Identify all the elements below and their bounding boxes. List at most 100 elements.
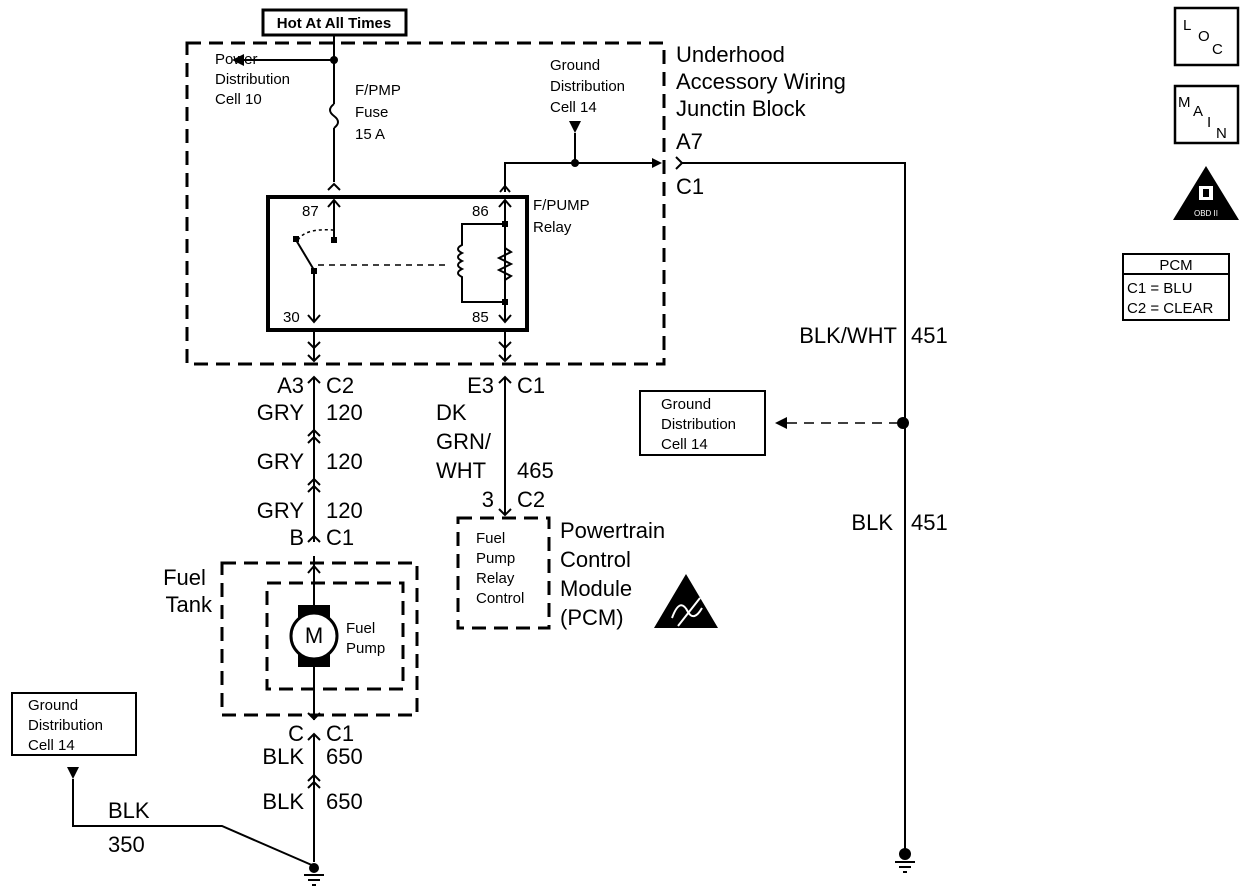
svg-text:C2 = CLEAR: C2 = CLEAR — [1127, 300, 1213, 317]
c1-left-label: C1 — [326, 525, 354, 550]
c1-bottom-label: C1 — [326, 721, 354, 746]
ground-arrow-top — [569, 121, 581, 133]
wire-120-label-2: 120 — [326, 449, 363, 474]
pcm-connector-legend: PCM C1 = BLU C2 = CLEAR — [1122, 253, 1230, 321]
pin-30-arrow — [307, 314, 321, 324]
pin-30-label: 30 — [283, 309, 300, 326]
fuel-pump-label: Fuel Pump — [346, 620, 385, 657]
pcm-label: Powertrain Control Module (PCM) — [560, 518, 671, 630]
gry-label-3: GRY — [257, 498, 305, 523]
hot-at-all-times-label: Hot At All Times — [277, 15, 391, 32]
ground-distribution-mid-box — [639, 390, 766, 456]
c-label: C — [288, 721, 304, 746]
ground-distribution-top-label: Ground Distribution Cell 14 — [550, 57, 629, 116]
pin-86-arrow — [498, 198, 512, 208]
switch-blade — [295, 239, 315, 271]
connector-break-1 — [307, 428, 321, 444]
junction-block-label: Underhood Accessory Wiring Junctin Block — [676, 42, 852, 121]
motor-label: M — [305, 623, 323, 648]
connector-3-c2 — [498, 508, 512, 517]
connector-a7-label: A7 — [676, 129, 703, 154]
svg-text:N: N — [1216, 125, 1227, 142]
relay-label: F/PUMP Relay — [533, 197, 594, 236]
c1-mid-label: C1 — [517, 373, 545, 398]
pin-87-arrow — [327, 198, 341, 208]
coil-resistor — [496, 247, 514, 281]
svg-text:C1 = BLU: C1 = BLU — [1127, 280, 1192, 297]
pin-85-label: 85 — [472, 309, 489, 326]
ground-distribution-bl-box — [11, 692, 137, 756]
fuel-tank-box — [220, 561, 419, 717]
blk-350-number-label: 350 — [108, 832, 145, 857]
blk-wht-451-wire — [682, 162, 906, 850]
pump-feed-arrow — [307, 564, 321, 574]
blk-wht-label: BLK/WHT — [799, 323, 897, 348]
wire-451-label-1: 451 — [911, 323, 948, 348]
svg-text:PCM: PCM — [1159, 257, 1192, 274]
blk-right-label: BLK — [851, 510, 893, 535]
c2-mid-label: C2 — [517, 487, 545, 512]
blk-350-wire — [72, 779, 315, 867]
pin-3-label: 3 — [482, 487, 494, 512]
switch-pivot — [311, 268, 317, 274]
fuel-tank-label: Fuel Tank — [163, 565, 213, 617]
connector-c-c1-top — [307, 712, 321, 721]
ground-distribution-mid-label: Ground Distribution Cell 14 — [661, 396, 740, 453]
svg-text:OBD II: OBD II — [1194, 209, 1218, 218]
b-label: B — [289, 525, 304, 550]
fuel-pump-relay-control-label: Fuel Pump Relay Control — [476, 530, 524, 607]
loc-icon[interactable]: L O C — [1173, 6, 1240, 67]
gry-label-1: GRY — [257, 400, 305, 425]
svg-text:L: L — [1183, 17, 1191, 34]
connector-break-3 — [307, 773, 321, 789]
connector-break-2 — [307, 477, 321, 493]
fuel-pump-box — [265, 581, 405, 691]
contact-nc-dashed — [297, 228, 335, 241]
connector-b-c1 — [307, 534, 321, 543]
svg-text:C: C — [1212, 41, 1223, 58]
wire-465-label: 465 — [517, 458, 554, 483]
wire-120-label-1: 120 — [326, 400, 363, 425]
svg-text:O: O — [1198, 28, 1210, 45]
connector-c1-right-label: C1 — [676, 174, 704, 199]
wire-650-label-1: 650 — [326, 744, 363, 769]
blk-label-2: BLK — [262, 789, 304, 814]
fuse-symbol — [329, 103, 339, 129]
connector-87-top — [327, 182, 341, 191]
connector-e3-c1-top — [498, 354, 512, 363]
blk-350-color-label: BLK — [108, 798, 150, 823]
svg-text:M: M — [1178, 94, 1191, 111]
connector-86-top — [499, 184, 511, 193]
a3-label: A3 — [277, 373, 304, 398]
relay-86-wire — [504, 162, 658, 192]
ground-distribution-bl-label: Ground Distribution Cell 14 — [28, 697, 107, 754]
motor-symbol — [289, 611, 339, 661]
pin-87-label: 87 — [302, 203, 319, 220]
power-distribution-arrow — [232, 54, 244, 66]
obd-ii-icon[interactable]: OBD II — [1173, 166, 1239, 220]
power-distribution-label: Power Distribution Cell 10 — [215, 51, 294, 108]
pin-86-label: 86 — [472, 203, 489, 220]
c2-left-label: C2 — [326, 373, 354, 398]
main-icon[interactable]: M A I N — [1173, 84, 1240, 145]
ground-arrow-bl — [67, 767, 79, 779]
ground-arrow-mid — [775, 417, 787, 429]
dk-grn-wht-label: DK GRN/ WHT — [436, 400, 497, 483]
wire-451-label-2: 451 — [911, 510, 948, 535]
wire-120-label-3: 120 — [326, 498, 363, 523]
ground-symbol-right — [895, 861, 915, 873]
ground-symbol-left — [304, 874, 324, 886]
relay-box — [266, 195, 529, 332]
contact-87-point — [331, 237, 337, 243]
connector-a7 — [675, 156, 684, 170]
svg-text:A: A — [1193, 103, 1203, 120]
pcm-fuel-pump-relay-control-box — [456, 516, 551, 630]
fuse-label: F/PMP Fuse 15 A — [355, 82, 405, 143]
coil-winding — [457, 223, 505, 303]
wire-650-label-2: 650 — [326, 789, 363, 814]
e3-label: E3 — [467, 373, 494, 398]
junction-block-box — [185, 41, 666, 366]
gry-label-2: GRY — [257, 449, 305, 474]
connector-a3-c2-top — [307, 354, 321, 363]
